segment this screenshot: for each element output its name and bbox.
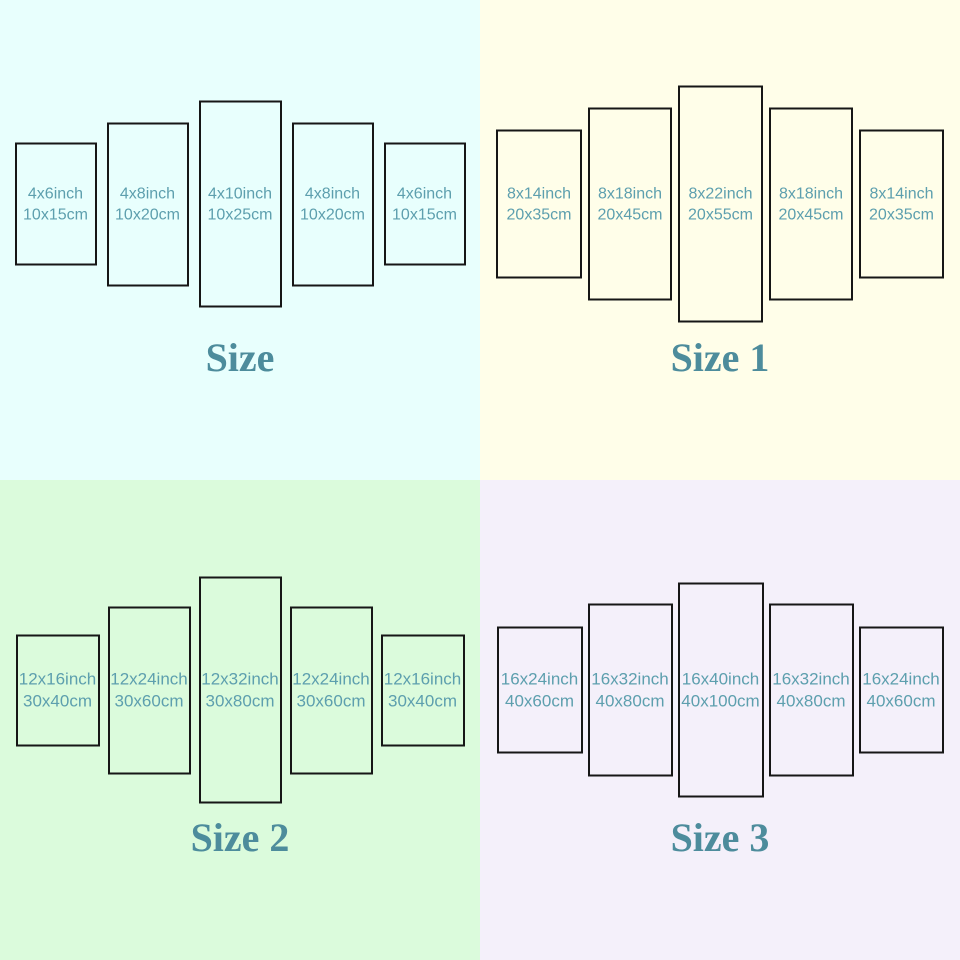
canvas-panel: 4x6inch 10x15cm [383,142,466,266]
quadrant-size-2: 12x16inch 30x40cm 12x24inch 30x60cm 12x3… [0,480,480,960]
size-inch: 12x24inch [110,669,188,688]
size-inch: 12x24inch [292,669,370,688]
canvas-panel: 16x24inch 40x60cm [858,626,944,754]
panel-row: 4x6inch 10x15cm 4x8inch 10x20cm 4x10inch… [0,100,480,308]
size-cm: 30x40cm [23,691,92,710]
size-inch: 8x14inch [506,185,572,202]
canvas-panel: 12x24inch 30x60cm [107,606,191,774]
canvas-panel: 8x22inch 20x55cm [678,85,763,323]
canvas-panel: 8x14inch 20x35cm [496,129,582,279]
panel-size-label: 4x6inch 10x15cm [392,183,457,225]
panel-size-label: 12x24inch 30x60cm [292,668,370,712]
size-inch: 16x24inch [862,669,940,688]
size-inch: 8x18inch [778,185,844,202]
size-cm: 10x20cm [115,206,180,223]
size-cm: 10x25cm [207,206,273,223]
size-cm: 40x80cm [595,691,665,710]
size-cm: 20x35cm [506,206,572,223]
size-inch: 12x16inch [18,669,97,688]
canvas-panel: 12x32inch 30x80cm [198,576,282,804]
size-inch: 4x6inch [27,185,84,202]
size-inch: 16x40inch [681,669,760,688]
canvas-panel: 4x8inch 10x20cm [291,122,374,286]
canvas-panel: 4x10inch 10x25cm [198,100,282,308]
panel-row: 12x16inch 30x40cm 12x24inch 30x60cm 12x3… [0,576,480,804]
canvas-panel: 4x8inch 10x20cm [106,122,189,286]
panel-size-label: 4x10inch 10x25cm [208,183,273,225]
quadrant-title: Size 2 [190,815,290,860]
panel-size-label: 8x18inch 20x45cm [779,183,844,225]
size-cm: 30x60cm [114,691,184,710]
quadrant-size-3: 16x24inch 40x60cm 16x32inch 40x80cm 16x4… [480,480,960,960]
size-cm: 40x100cm [681,691,760,710]
size-cm: 30x80cm [205,691,275,710]
size-inch: 16x24inch [500,669,579,688]
size-inch: 4x6inch [396,185,453,202]
quadrant-size: 4x6inch 10x15cm 4x8inch 10x20cm 4x10inch… [0,0,480,480]
size-cm: 20x55cm [688,206,753,223]
canvas-panel: 16x40inch 40x100cm [677,582,764,798]
panel-size-label: 8x14inch 20x35cm [507,183,572,225]
panel-size-label: 8x14inch 20x35cm [869,183,934,225]
size-inch: 4x10inch [207,185,273,202]
size-inch: 12x32inch [201,669,279,688]
panel-size-label: 4x8inch 10x20cm [115,183,180,225]
size-cm: 40x60cm [505,691,574,710]
size-inch: 4x8inch [304,185,361,202]
size-inch: 16x32inch [772,669,850,688]
quadrant-title: Size [205,335,275,380]
size-cm: 20x45cm [778,206,844,223]
size-cm: 40x60cm [866,691,936,710]
size-inch: 8x22inch [688,185,753,202]
canvas-panel: 8x18inch 20x45cm [588,107,672,301]
panel-size-label: 16x32inch 40x80cm [591,668,669,712]
canvas-panel: 16x24inch 40x60cm [496,626,583,754]
size-cm: 20x45cm [597,206,663,223]
quadrant-title: Size 3 [670,815,770,860]
canvas-panel: 16x32inch 40x80cm [587,603,673,777]
panel-size-label: 12x16inch 30x40cm [384,668,462,712]
panel-size-label: 4x6inch 10x15cm [23,183,88,225]
size-cm: 10x15cm [392,206,457,223]
size-inch: 8x14inch [869,185,934,202]
size-cm: 10x20cm [300,206,365,223]
size-inch: 12x16inch [383,669,462,688]
size-cm: 30x40cm [388,691,457,710]
canvas-panel: 8x14inch 20x35cm [859,129,944,279]
panel-size-label: 16x40inch 40x100cm [681,668,759,712]
size-cm: 10x15cm [23,206,88,223]
panel-size-label: 12x24inch 30x60cm [110,668,188,712]
panel-size-label: 12x32inch 30x80cm [201,668,279,712]
canvas-panel: 8x18inch 20x45cm [769,107,853,301]
panel-size-label: 8x22inch 20x55cm [688,183,753,225]
panel-row: 16x24inch 40x60cm 16x32inch 40x80cm 16x4… [480,582,960,798]
canvas-panel: 4x6inch 10x15cm [14,142,97,266]
quadrant-title: Size 1 [670,335,770,380]
size-inch: 4x8inch [119,185,176,202]
panel-size-label: 12x16inch 30x40cm [19,668,97,712]
size-cm: 40x80cm [776,691,846,710]
panel-size-label: 4x8inch 10x20cm [300,183,365,225]
canvas-panel: 12x16inch 30x40cm [380,634,465,746]
panel-size-label: 8x18inch 20x45cm [598,183,663,225]
size-inch: 8x18inch [597,185,663,202]
panel-size-label: 16x24inch 40x60cm [501,668,579,712]
size-cm: 20x35cm [869,206,934,223]
size-cm: 30x60cm [296,691,366,710]
canvas-panel: 12x24inch 30x60cm [289,606,373,774]
panel-size-label: 16x32inch 40x80cm [772,668,850,712]
canvas-panel: 16x32inch 40x80cm [768,603,854,777]
panel-size-label: 16x24inch 40x60cm [862,668,940,712]
panel-row: 8x14inch 20x35cm 8x18inch 20x45cm 8x22in… [480,85,960,323]
size-inch: 16x32inch [591,669,669,688]
canvas-panel: 12x16inch 30x40cm [15,634,100,746]
quadrant-size-1: 8x14inch 20x35cm 8x18inch 20x45cm 8x22in… [480,0,960,480]
